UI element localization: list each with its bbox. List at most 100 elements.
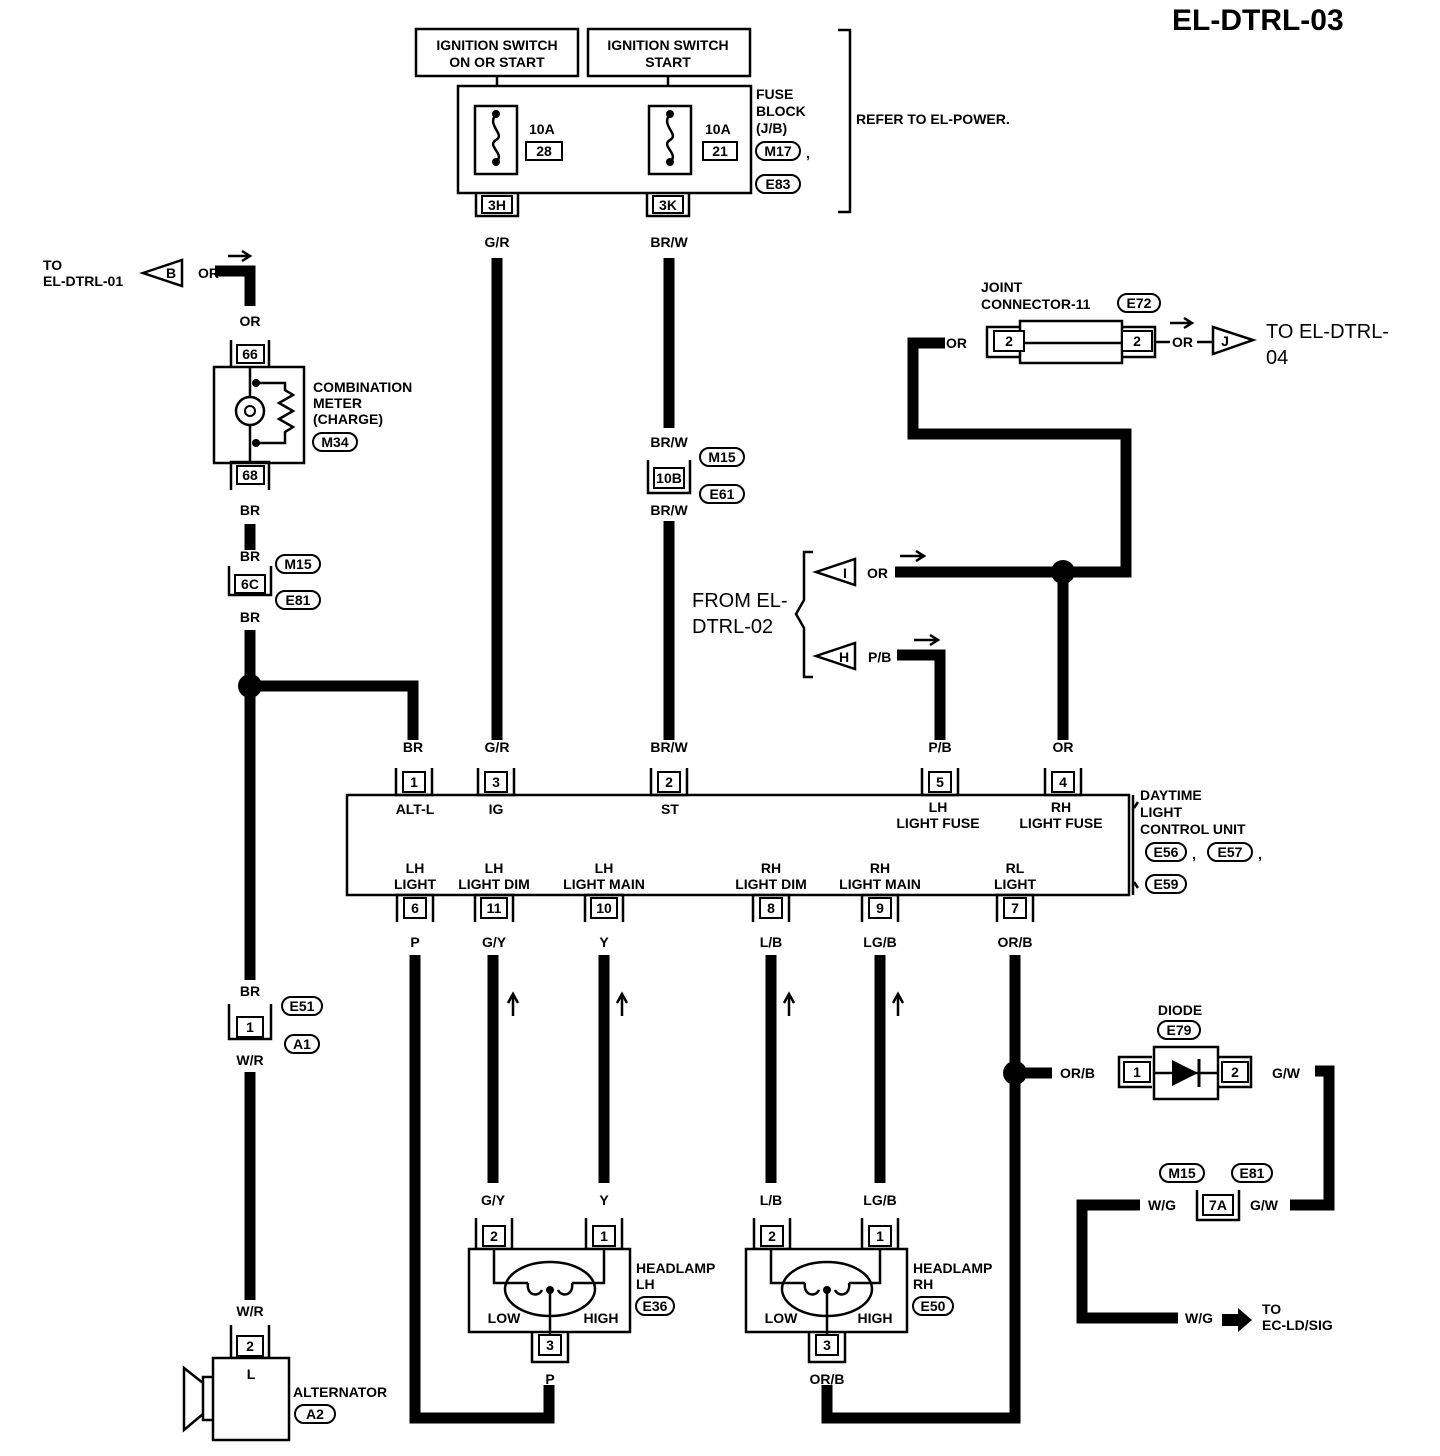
svg-text:J: J	[1221, 333, 1229, 349]
svg-text:DTRL-02: DTRL-02	[692, 616, 773, 638]
svg-text:LH: LH	[929, 799, 948, 815]
svg-text:04: 04	[1266, 347, 1288, 369]
svg-text:1: 1	[246, 1019, 254, 1035]
flow-arrow-icon	[900, 549, 927, 563]
svg-text:LIGHT FUSE: LIGHT FUSE	[1019, 815, 1102, 831]
svg-text:3: 3	[823, 1337, 831, 1353]
svg-text:OR/B: OR/B	[1060, 1065, 1095, 1081]
fuse-28-amp: 10A	[529, 121, 555, 137]
svg-text:LIGHT: LIGHT	[394, 876, 436, 892]
svg-text:E61: E61	[710, 486, 735, 502]
svg-text:OR: OR	[240, 313, 261, 329]
svg-text:LIGHT FUSE: LIGHT FUSE	[896, 815, 979, 831]
svg-text:E81: E81	[1240, 1165, 1265, 1181]
ref-h-arrow	[812, 641, 857, 671]
dtrl-pin-3-ig: 3 IG	[476, 768, 516, 817]
svg-text:5: 5	[936, 774, 944, 790]
svg-text:9: 9	[876, 900, 884, 916]
joint-connector-11: 2 2	[985, 319, 1157, 365]
svg-text:RL: RL	[1006, 860, 1025, 876]
svg-text:P/B: P/B	[928, 739, 951, 755]
svg-text:4: 4	[1059, 774, 1067, 790]
svg-text:LH: LH	[406, 860, 425, 876]
svg-text:10B: 10B	[656, 470, 682, 486]
dtrl-pin-6-lh-light: LH LIGHT 6	[394, 860, 436, 922]
fuse-pin-3h: 3H	[474, 194, 520, 218]
svg-text:IGNITION SWITCH: IGNITION SWITCH	[436, 37, 557, 53]
svg-text:2: 2	[1005, 333, 1013, 349]
dtrl-pin-5-lh-light-fuse: 5 LH LIGHT FUSE	[896, 768, 980, 831]
svg-text:8: 8	[767, 900, 775, 916]
ignition-switch-on-box: IGNITION SWITCH ON OR START	[414, 27, 580, 78]
headlamp-lh-conn-e36: E36	[643, 1298, 668, 1314]
joint-connector-conn-e72: E72	[1127, 295, 1152, 311]
dtrl-pin-9-rh-light-main: RH LIGHT MAIN 9	[839, 860, 921, 922]
to-ec-ld-sig-label: TO	[1262, 1301, 1281, 1317]
joint-10b: 10B M15 E61	[646, 447, 745, 504]
svg-text:LIGHT: LIGHT	[994, 876, 1036, 892]
from-el-dtrl-02-label: FROM EL-	[692, 590, 788, 612]
fuse-block-conn-m17: M17	[764, 143, 791, 159]
alternator-terminal-l: L	[247, 1366, 256, 1382]
svg-text:7: 7	[1011, 900, 1019, 916]
wire-label-brw: BR/W	[650, 234, 688, 250]
fuse-block-label: FUSE	[756, 86, 793, 102]
svg-text:7A: 7A	[1209, 1197, 1227, 1213]
alternator-conn-a2: A2	[306, 1406, 324, 1422]
svg-text:6C: 6C	[241, 576, 259, 592]
joint-1-e51: 1 E51 A1	[227, 996, 323, 1054]
flow-arrow-icon	[506, 991, 905, 1016]
joint-7a: 7A	[1195, 1190, 1241, 1222]
combination-meter: 66 68	[212, 340, 306, 490]
svg-text:G/Y: G/Y	[481, 1192, 506, 1208]
svg-text:OR/B: OR/B	[998, 934, 1033, 950]
svg-text:2: 2	[665, 774, 673, 790]
dtrl-conn-e57: E57	[1218, 844, 1243, 860]
flow-arrow-icon	[228, 249, 253, 263]
svg-text:I: I	[843, 565, 847, 581]
svg-text:BR: BR	[240, 548, 260, 564]
svg-text:BR/W: BR/W	[650, 739, 688, 755]
svg-text:2: 2	[768, 1228, 776, 1244]
svg-text:,: ,	[1258, 846, 1262, 862]
meter-pin-66: 66	[242, 346, 258, 362]
dtrl-pin-1-alt-l: 1 ALT-L	[394, 768, 435, 817]
svg-text:OR: OR	[1172, 334, 1193, 350]
wire-label-gr: G/R	[485, 234, 510, 250]
fuse-block-conn-e83: E83	[766, 176, 791, 192]
svg-text:ALT-L: ALT-L	[396, 801, 435, 817]
svg-text:W/R: W/R	[236, 1303, 263, 1319]
svg-text:BR: BR	[240, 502, 260, 518]
fuse-21-amp: 10A	[705, 121, 731, 137]
svg-text:W/G: W/G	[1148, 1197, 1176, 1213]
svg-text:E51: E51	[290, 998, 315, 1014]
ref-i-arrow	[812, 557, 857, 587]
alternator: 2 L	[182, 1325, 291, 1442]
combination-meter-label: COMBINATION	[313, 379, 412, 395]
diode-label: DIODE	[1158, 1002, 1202, 1018]
svg-text:RH: RH	[1051, 799, 1071, 815]
svg-text:LOW: LOW	[765, 1310, 798, 1326]
wires	[215, 258, 1335, 1424]
svg-text:2: 2	[490, 1228, 498, 1244]
diode: 1 2	[1117, 1045, 1253, 1101]
joint-6c: 6C M15 E81	[227, 554, 321, 610]
junction-dot-orb	[1003, 1061, 1027, 1085]
svg-text:M15: M15	[1168, 1165, 1195, 1181]
svg-text:G/W: G/W	[1272, 1065, 1301, 1081]
dtrl-unit-label: DAYTIME	[1140, 787, 1202, 803]
svg-text:3: 3	[492, 774, 500, 790]
dtrl-conn-e56: E56	[1154, 844, 1179, 860]
svg-text:E81: E81	[286, 592, 311, 608]
svg-text:BR: BR	[240, 983, 260, 999]
dtrl-conn-e59: E59	[1154, 876, 1179, 892]
junction-dot-br	[238, 674, 262, 698]
svg-text:METER: METER	[313, 395, 362, 411]
svg-text:BR/W: BR/W	[650, 502, 688, 518]
svg-text:P: P	[410, 934, 419, 950]
svg-text:LIGHT MAIN: LIGHT MAIN	[839, 876, 921, 892]
flow-arrow-icon	[1170, 316, 1195, 330]
svg-text:M15: M15	[284, 556, 311, 572]
joint-connector-label: JOINT	[981, 279, 1023, 295]
svg-text:B: B	[166, 265, 176, 281]
